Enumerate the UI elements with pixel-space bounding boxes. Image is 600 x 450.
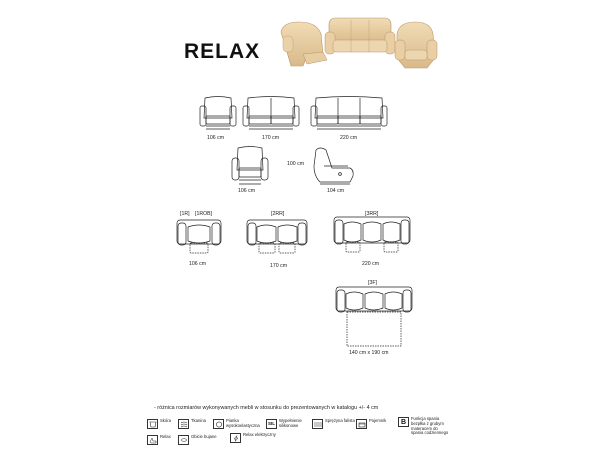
drawing-armchair-front [199, 96, 237, 130]
legend-item-spring: Sprężyna falista [312, 418, 355, 429]
legend-label-electric-relax: Relax elektryczny [243, 432, 276, 437]
foam-icon [213, 419, 224, 429]
legend-label-container: Pojemnik [369, 418, 387, 423]
legend-label-fabric: Tkanina [191, 418, 206, 423]
code-1rob: [1ROB] [195, 211, 213, 217]
legend-item-foam: Pianka wysokoelastyczna [213, 418, 266, 429]
legend-item-fabric: Tkanina [178, 418, 206, 429]
product-title: RELAX [184, 40, 261, 63]
drawing-armchair-plan [176, 219, 222, 254]
legend-label-foam: Pianka wysokoelastyczna [226, 418, 260, 428]
legend-label-b-function: Funkcja spania bezpłka z grubym materace… [411, 416, 449, 436]
drawing-armchair-front-large [231, 146, 269, 185]
drawing-sofa-bed-plan [335, 286, 413, 347]
leather-icon [147, 419, 158, 429]
product-photo [280, 17, 438, 69]
drawing-sofa-three-front [310, 96, 388, 130]
drawing-sofa-three-plan [333, 216, 411, 253]
b-function-icon: B [398, 417, 409, 427]
legend-item-container: Pojemnik [356, 418, 387, 429]
legend-item-leather: Skóra [147, 418, 171, 429]
legend-label-relax: Relax [160, 434, 171, 439]
legend-label-bonnell: Obicie bujane [191, 434, 217, 439]
code-1r: [1R] [180, 211, 190, 217]
photo-recliner-left [280, 21, 328, 67]
legend-item-silicone: SIL Wypełnienie silikonowe [266, 418, 319, 429]
legend-item-relax: Relax [147, 434, 171, 445]
legend-label-spring: Sprężyna falista [325, 418, 355, 423]
code-3f: [3F] [368, 280, 377, 286]
dim-sofa-three-plan-width: 220 cm [362, 261, 380, 267]
drawing-sofa-two-plan [246, 219, 308, 254]
legend-label-leather: Skóra [160, 418, 171, 423]
photo-sofa-three-seat [324, 17, 396, 55]
photo-armchair-right [394, 21, 438, 69]
dim-sofa-two-front-width: 170 cm [262, 135, 280, 141]
container-icon [356, 419, 367, 429]
dim-armchair-side-depth: 104 cm [327, 188, 345, 194]
drawing-sofa-two-front [242, 96, 300, 130]
code-3rr: [3RR] [365, 211, 379, 217]
dim-sofa-bed-size: 140 cm x 190 cm [349, 350, 389, 356]
bonnell-icon [178, 435, 189, 445]
code-2rr: [2RR] [271, 211, 285, 217]
legend-item-electric-relax: Relax elektryczny [230, 432, 276, 443]
legend-label-silicone: Wypełnienie silikonowe [279, 418, 302, 428]
legend-item-bonnell: Obicie bujane [178, 434, 217, 445]
dim-armchair-plan-width: 106 cm [189, 261, 207, 267]
fabric-icon [178, 419, 189, 429]
dim-sofa-two-plan-width: 170 cm [270, 263, 288, 269]
drawing-armchair-side [313, 147, 354, 185]
dim-armchair-large-width: 106 cm [238, 188, 256, 194]
silicone-icon: SIL [266, 419, 277, 429]
size-tolerance-note: - różnica rozmiarów wykonywanych mebli w… [154, 405, 379, 411]
electric-relax-icon [230, 433, 241, 443]
legend-item-b-function: B Funkcja spania bezpłka z grubym matera… [398, 416, 451, 436]
dim-armchair-side-height: 100 cm [287, 161, 305, 167]
dim-sofa-three-front-width: 220 cm [340, 135, 358, 141]
relax-icon [147, 435, 158, 445]
dim-armchair-front-width: 106 cm [207, 135, 225, 141]
spring-icon [312, 419, 323, 429]
